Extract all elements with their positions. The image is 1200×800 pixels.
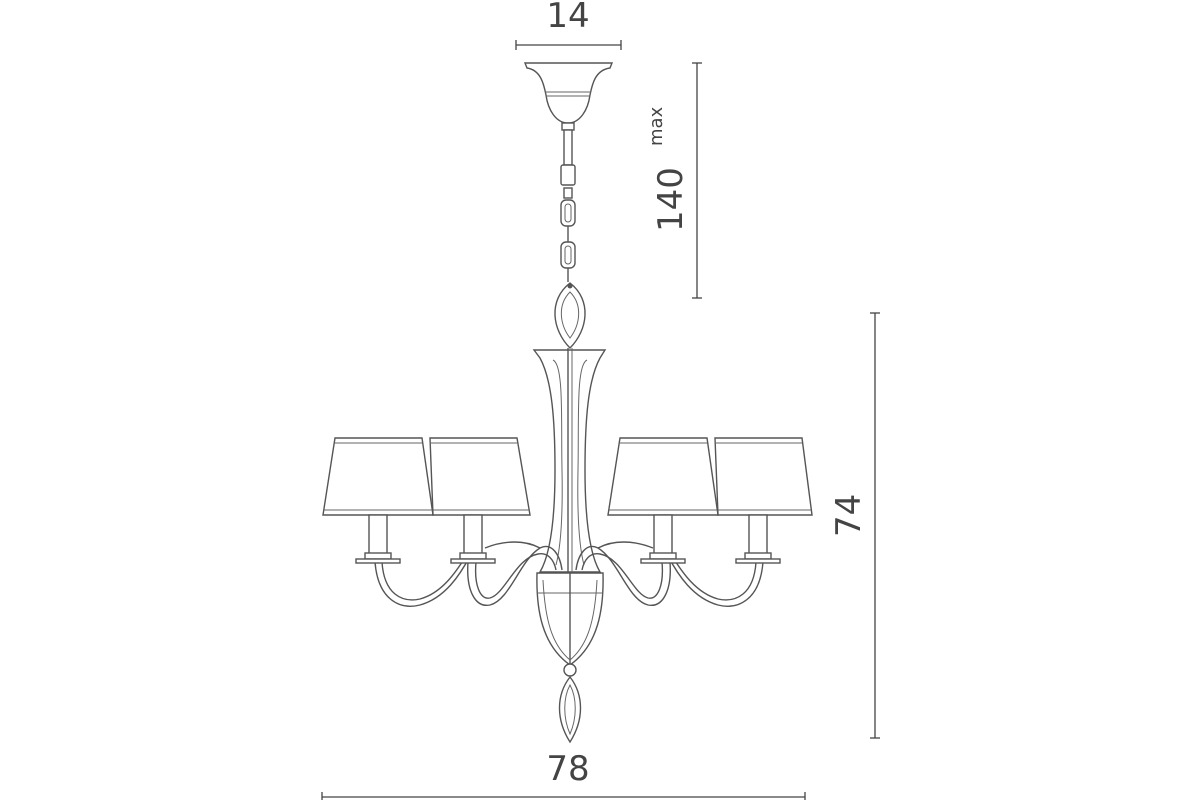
chain [560,164,576,282]
body-height-label: 74 [829,494,869,537]
ceiling-canopy [523,62,614,166]
center-column [532,348,607,677]
lamp-1 [322,437,434,564]
top-finial [554,282,586,349]
lamp-4 [714,437,813,564]
max-height-suffix: max [646,106,667,146]
dimension-max-height: 140 max [646,62,702,299]
lamp-2 [429,437,531,564]
dimension-overall-width: 78 [321,749,806,800]
dimension-body-height: 74 [829,312,880,739]
dimension-canopy-width: 14 [515,0,622,50]
canopy-width-label: 14 [546,0,589,36]
overall-width-label: 78 [546,749,589,789]
arms [374,541,764,607]
lamp-3 [607,437,719,564]
max-height-label: 140 [651,167,691,232]
bottom-finial [558,675,582,744]
